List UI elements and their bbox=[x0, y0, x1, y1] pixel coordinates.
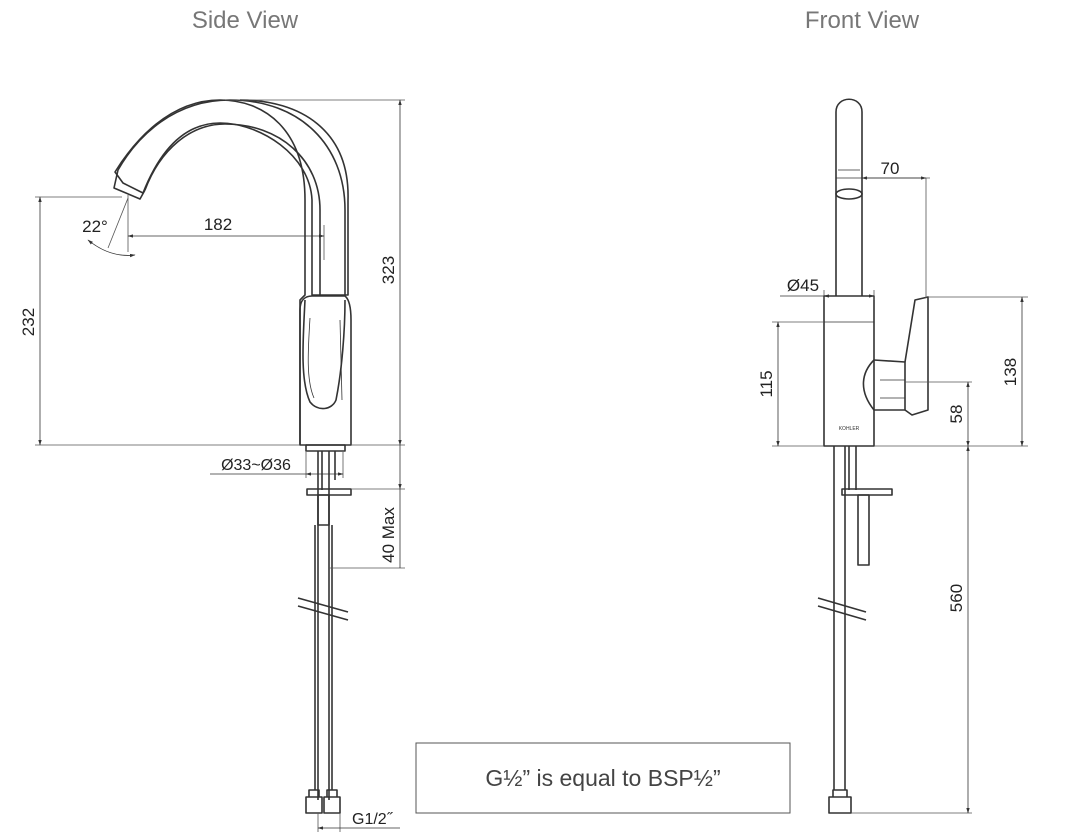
front-handle-lever bbox=[904, 296, 929, 416]
dim-hose-length: 560 bbox=[947, 584, 966, 612]
dim-handle-offset: 70 bbox=[881, 159, 900, 178]
dim-spout-reach: 182 bbox=[204, 215, 232, 234]
dim-max-deck-thickness: 40 Max bbox=[379, 507, 398, 563]
side-body bbox=[299, 295, 352, 446]
front-spout bbox=[835, 98, 863, 296]
side-base-collar bbox=[305, 444, 346, 452]
front-fixing-rod bbox=[857, 494, 870, 566]
dim-body-diameter: Ø45 bbox=[787, 276, 819, 295]
dim-handle-height: 138 bbox=[1001, 358, 1020, 386]
side-spout-outline bbox=[114, 99, 349, 445]
side-dimensions: 323 232 182 22° Ø33~Ø36 40 Max G1/2˝ bbox=[19, 99, 405, 832]
side-view-faucet bbox=[113, 99, 352, 814]
side-spout-inner bbox=[144, 123, 321, 295]
front-view-faucet: KOHLER bbox=[817, 98, 929, 814]
front-hose-nut bbox=[828, 789, 852, 814]
side-break-mark-b bbox=[297, 605, 349, 621]
side-fixing-rod bbox=[317, 494, 330, 526]
side-hose-nut-left bbox=[305, 789, 323, 814]
note-box: G½” is equal to BSP½” bbox=[415, 742, 791, 814]
side-view-title: Side View bbox=[192, 7, 299, 34]
note-box-frame bbox=[415, 742, 791, 814]
dim-spout-angle: 22° bbox=[82, 217, 108, 236]
side-spout-outer bbox=[117, 99, 346, 295]
dim-connection-thread: G1/2˝ bbox=[352, 811, 394, 828]
dim-body-height: 115 bbox=[757, 370, 776, 397]
side-lever-detail bbox=[339, 319, 343, 401]
dim-spout-outlet-height: 232 bbox=[19, 308, 38, 336]
side-hose-nut-right bbox=[323, 789, 341, 814]
front-dimensions: 70 Ø45 115 138 58 560 bbox=[757, 159, 1028, 814]
side-lever-inner bbox=[307, 317, 315, 399]
side-nozzle bbox=[113, 169, 146, 200]
dim-hole-diameter: Ø33~Ø36 bbox=[221, 457, 291, 474]
dim-lever-axis-height: 58 bbox=[947, 405, 966, 424]
front-view-title: Front View bbox=[805, 7, 920, 34]
side-lever bbox=[302, 299, 346, 410]
note-text: G½” is equal to BSP½” bbox=[485, 765, 720, 791]
front-brand-mark: KOHLER bbox=[839, 426, 860, 432]
dim-total-height: 323 bbox=[379, 256, 398, 284]
front-handle-hub bbox=[862, 359, 906, 411]
side-break-mark-a bbox=[297, 597, 349, 613]
front-spout-ring bbox=[835, 188, 863, 200]
